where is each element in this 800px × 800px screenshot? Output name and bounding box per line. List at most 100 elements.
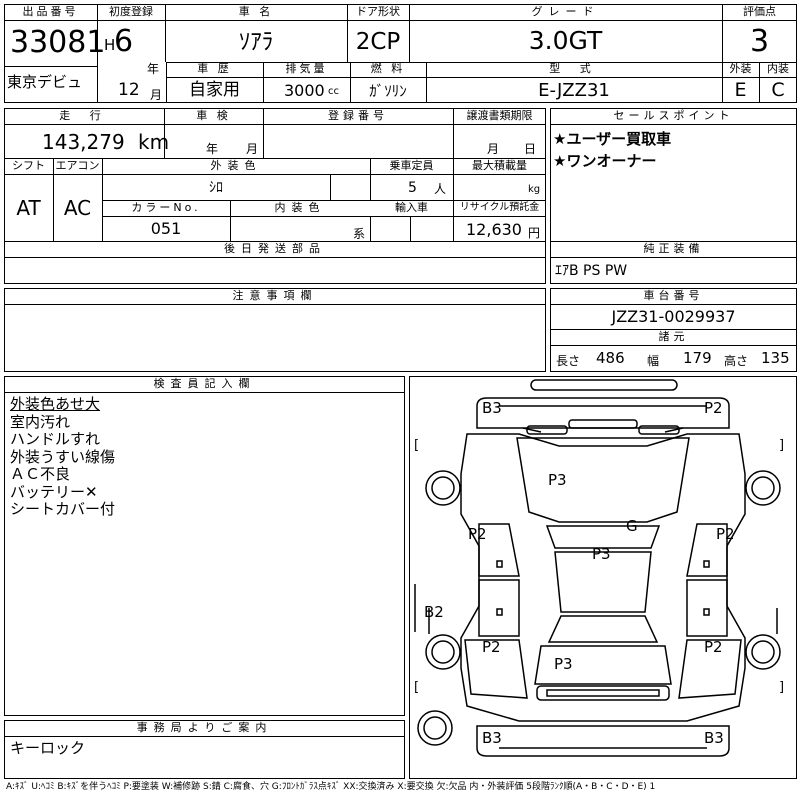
grade: 3.0GT xyxy=(528,26,603,55)
damage-left-side: B2 xyxy=(424,603,444,621)
damage-front-fender-right: P2 xyxy=(716,525,735,543)
damage-trunk: P3 xyxy=(554,655,573,673)
color-no-label: カラーNo. xyxy=(131,201,201,214)
car-name-label: 車 名 xyxy=(238,5,274,18)
chassis-section xyxy=(550,288,797,372)
office-value: キーロック xyxy=(10,739,86,757)
recycle-label: リサイクル預託金 xyxy=(459,202,540,213)
damage-rear-fender-left: P2 xyxy=(482,638,501,656)
length-label: 長さ xyxy=(556,354,581,368)
office-section xyxy=(4,720,405,779)
damage-hood: P3 xyxy=(548,471,567,489)
score-label: 評価点 xyxy=(743,5,776,18)
shift: AT xyxy=(16,196,41,220)
displacement: 3000 xyxy=(284,81,325,100)
fuel: ｶﾞｿﾘﾝ xyxy=(369,82,407,100)
ext-color: ｼﾛ xyxy=(209,180,223,196)
caution-label: 注意事項欄 xyxy=(232,289,318,302)
dimensions-label: 諸元 xyxy=(658,330,689,343)
ext-grade: E xyxy=(734,79,747,101)
height-label: 高さ xyxy=(724,354,749,368)
load-label: 最大積載量 xyxy=(472,159,527,172)
door-label: ドア形状 xyxy=(356,5,400,18)
inspector-note: 外装色あせ大 xyxy=(10,395,101,413)
door: 2CP xyxy=(355,29,401,55)
transfer-month-unit: 月 xyxy=(487,142,500,156)
bracket-right-bottom: ] xyxy=(779,680,785,695)
width-value: 179 xyxy=(683,349,712,367)
car-name: ｿｱﾗ xyxy=(238,29,274,55)
inspector-note: シートカバー付 xyxy=(10,500,116,518)
color-no: 051 xyxy=(150,219,182,238)
model-code-label: 型 式 xyxy=(549,62,599,75)
inspector-note: 室内汚れ xyxy=(10,412,71,431)
int-color-label: 内装色 xyxy=(274,201,326,214)
header-section xyxy=(4,4,797,103)
inspector-note: ハンドルすれ xyxy=(10,430,101,448)
grade-label: グレード xyxy=(531,5,600,18)
height-value: 135 xyxy=(761,349,790,367)
inspection-label: 車 検 xyxy=(196,109,231,122)
int-grade-label: 内装 xyxy=(767,62,789,75)
car-diagram-section xyxy=(409,376,797,779)
inspection-month-unit: 月 xyxy=(246,142,259,156)
aircon-label: エアコン xyxy=(55,159,100,172)
month: 12 xyxy=(118,80,140,100)
lot-no: 33081 xyxy=(10,25,106,60)
score: 3 xyxy=(749,24,770,59)
later-parts-label: 後日発送部品 xyxy=(224,242,326,255)
lot-no-label: 出品番号 xyxy=(22,5,79,18)
damage-windshield: G xyxy=(626,517,638,535)
first-reg-label: 初度登録 xyxy=(109,5,153,18)
mileage-unit: km xyxy=(138,130,170,154)
model-code: E-JZZ31 xyxy=(538,80,610,101)
chassis-value: JZZ31-0029937 xyxy=(611,307,736,326)
int-grade: C xyxy=(771,79,785,101)
legend: A:ｷｽﾞ U:ﾍｺﾐ B:ｷｽﾞを伴うﾍｺﾐ P:要塗装 W:補修跡 S:錆 … xyxy=(6,782,656,792)
fuel-label: 燃 料 xyxy=(370,62,406,75)
year-unit: 年 xyxy=(147,62,160,76)
recycle: 12,630 xyxy=(466,220,522,239)
venue: 東京デビュ xyxy=(7,73,83,91)
plate-label: 登録番号 xyxy=(328,109,388,122)
equipment-section xyxy=(550,241,797,284)
bracket-left-top: [ xyxy=(414,438,420,453)
era: H xyxy=(104,36,116,54)
details-section xyxy=(4,108,546,284)
equipment-label: 純正装備 xyxy=(643,242,704,255)
ext-color-label: 外装色 xyxy=(210,159,262,172)
inspector-note: バッテリー✕ xyxy=(10,482,98,501)
displacement-label: 排気量 xyxy=(285,62,328,75)
transfer-day-unit: 日 xyxy=(524,142,537,156)
damage-front-fender-left: P2 xyxy=(468,525,487,543)
damage-rear-right: B3 xyxy=(704,729,724,747)
int-color-unit: 系 xyxy=(353,227,366,241)
inspection-year-unit: 年 xyxy=(206,142,219,156)
length-value: 486 xyxy=(596,349,625,367)
inspector-label: 検査員記入欄 xyxy=(153,377,256,390)
inspector-section xyxy=(4,376,405,716)
sales-points-label: セールスポイント xyxy=(613,109,734,122)
capacity-label: 乗車定員 xyxy=(389,159,434,172)
ext-grade-label: 外装 xyxy=(729,62,752,75)
mileage-label: 走 行 xyxy=(59,109,109,122)
inspector-notes: 外装色あせ大 室内汚れ ハンドルすれ 外装うすい線傷 ＡＣ不良 バッテリー✕ シ… xyxy=(10,395,400,519)
chassis-label: 車台番号 xyxy=(643,289,704,302)
inspector-note: 外装うすい線傷 xyxy=(10,447,116,466)
damage-front-right: P2 xyxy=(704,399,723,417)
damage-roof: P3 xyxy=(592,545,611,563)
damage-front-left: B3 xyxy=(482,399,502,417)
caution-section xyxy=(4,288,546,372)
capacity: 5 xyxy=(408,180,417,196)
transfer-label: 譲渡書類期限 xyxy=(466,109,533,122)
inspector-note: ＡＣ不良 xyxy=(10,465,71,483)
width-label: 幅 xyxy=(647,354,660,368)
car-diagram xyxy=(414,379,781,757)
damage-rear-fender-right: P2 xyxy=(704,638,723,656)
aircon: AC xyxy=(63,196,92,220)
bracket-right-top: ] xyxy=(779,438,785,453)
load-unit: kg xyxy=(528,184,541,195)
office-label: 事務局よりご案内 xyxy=(136,721,273,734)
recycle-unit: 円 xyxy=(528,226,541,240)
displacement-unit: cc xyxy=(328,86,339,97)
